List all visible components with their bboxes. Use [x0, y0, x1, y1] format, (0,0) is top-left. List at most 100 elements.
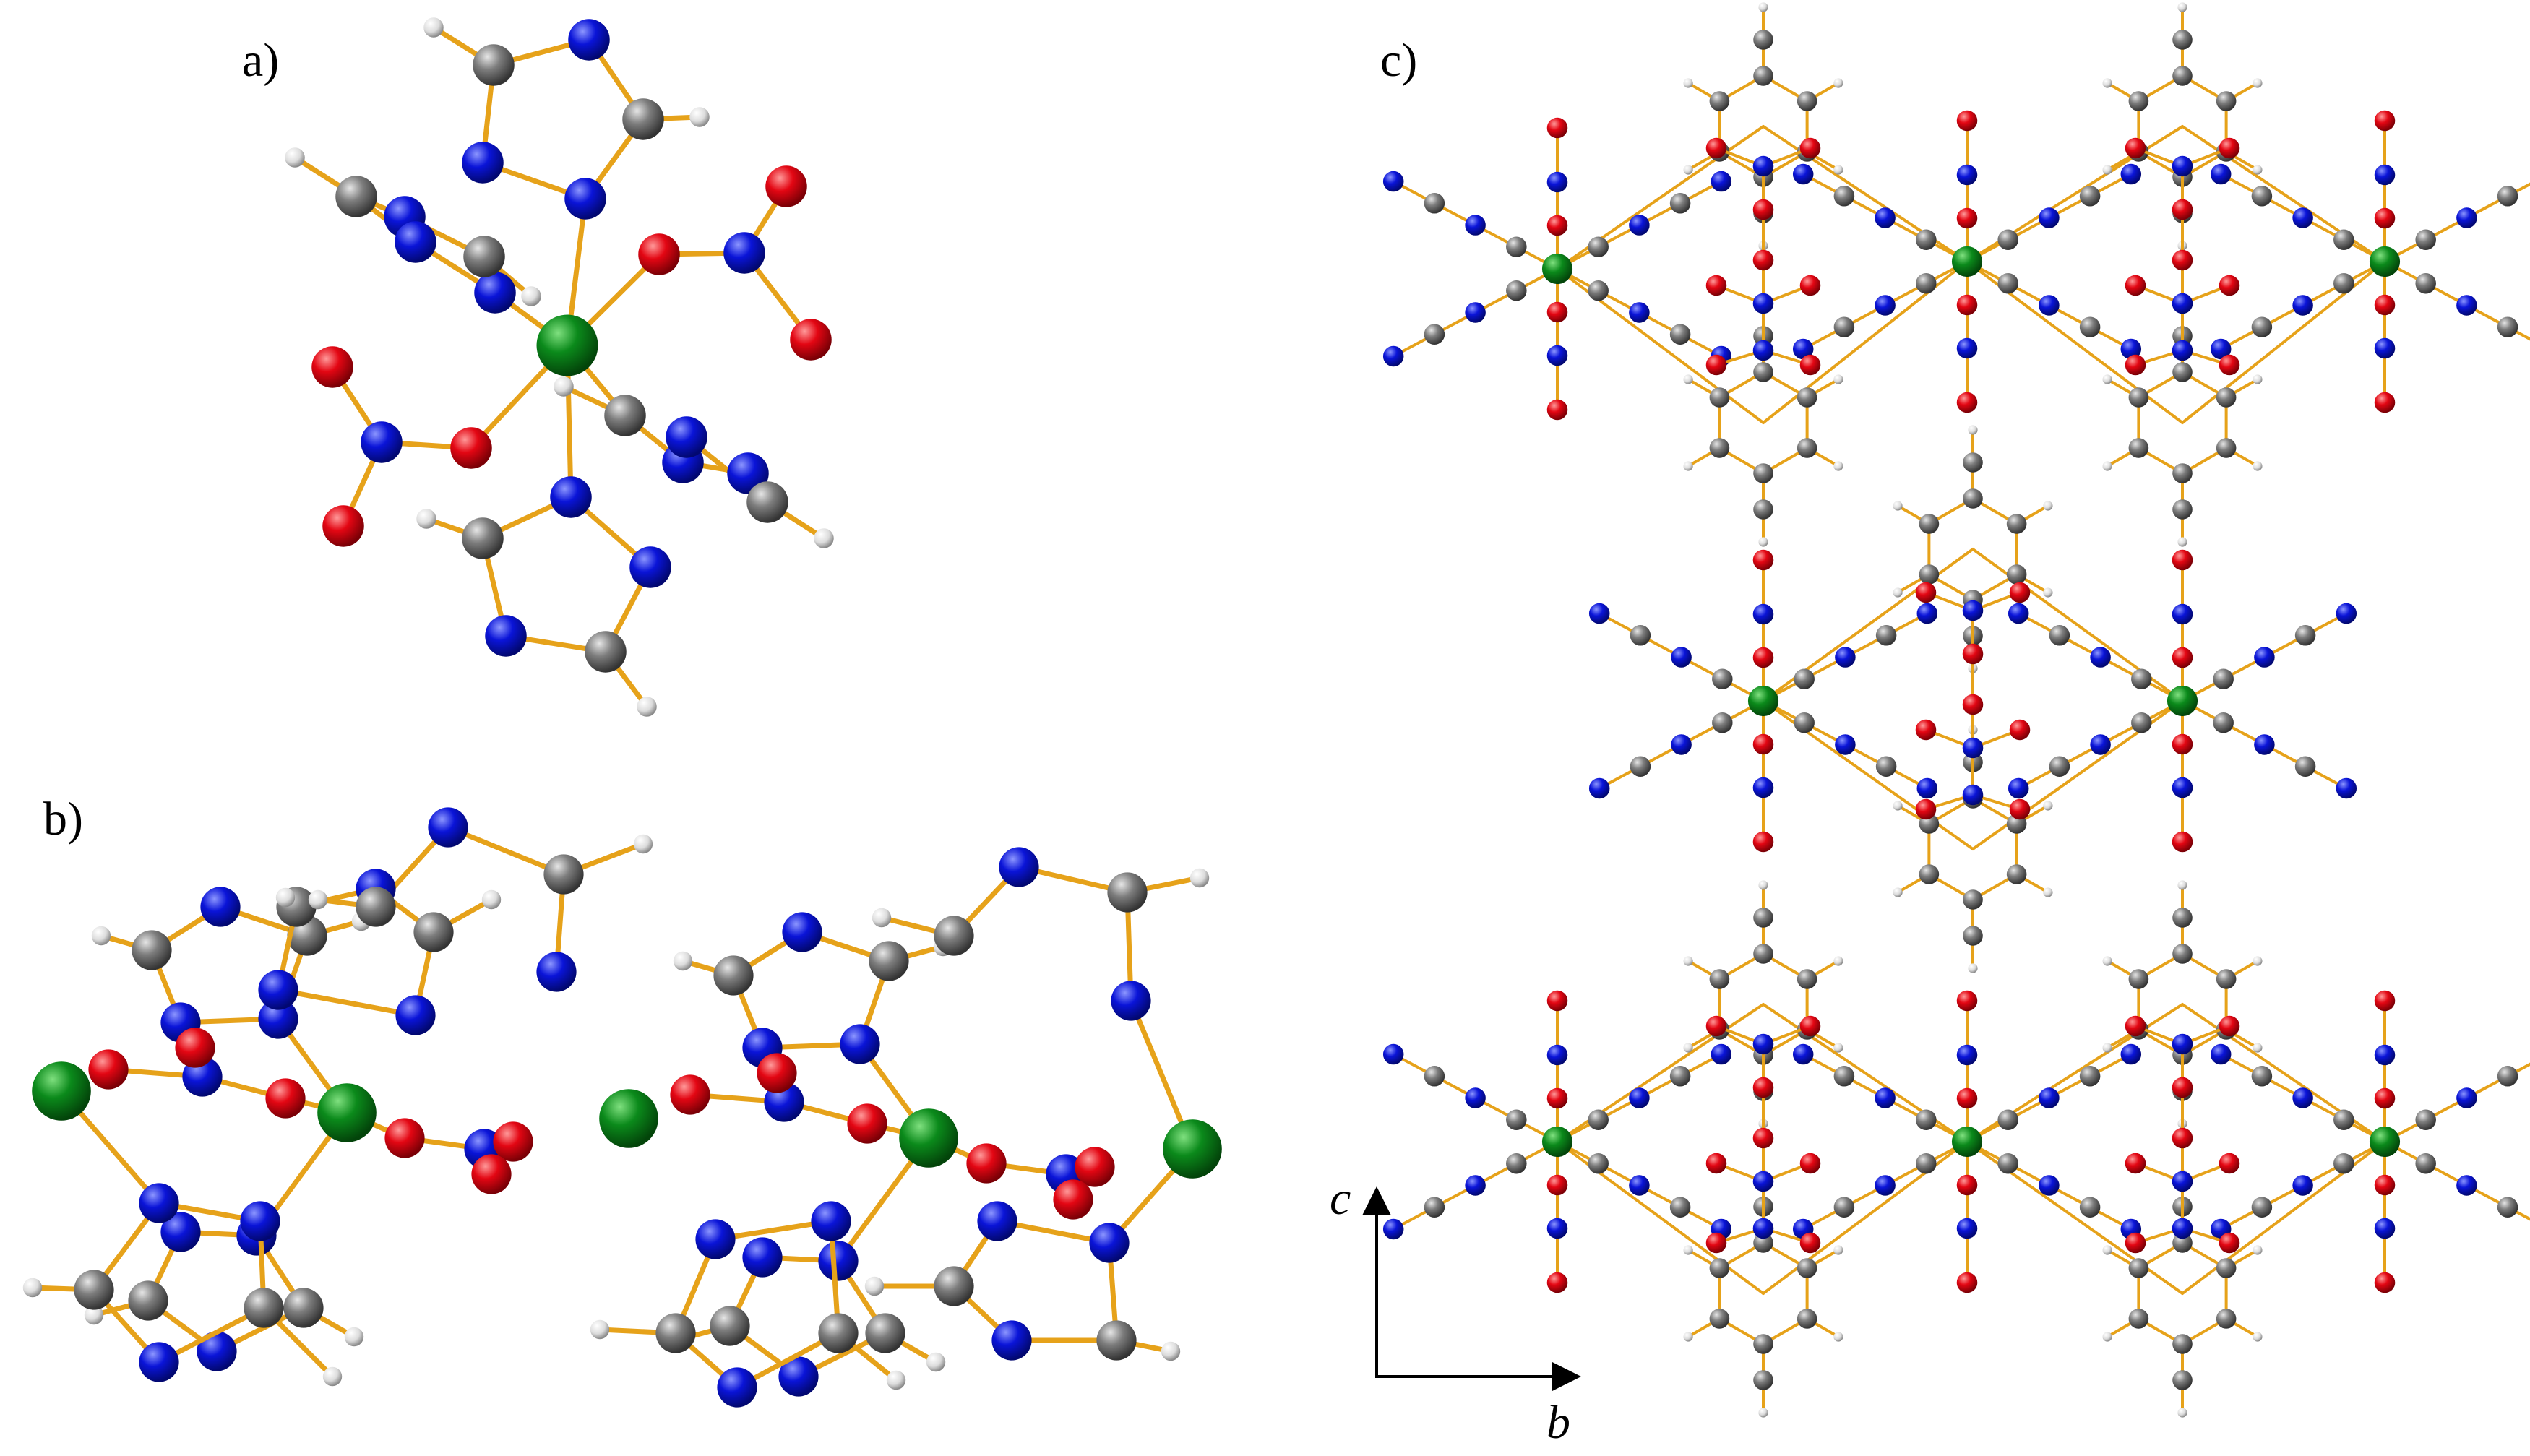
oxygen-atom	[1705, 137, 1727, 159]
nitrogen-atom	[2172, 293, 2193, 314]
hydrogen-atom	[84, 1305, 104, 1325]
panel-a: a)	[242, 17, 834, 717]
carbon-atom	[1833, 316, 1855, 337]
nitrogen-atom	[1588, 777, 1610, 799]
nitrogen-atom	[1711, 171, 1732, 192]
carbon-atom	[2131, 668, 2152, 690]
carbon-atom	[2294, 756, 2316, 777]
carbon-atom	[1588, 236, 1609, 258]
oxygen-atom	[1956, 1174, 1978, 1196]
nitrogen-atom	[2374, 1218, 2396, 1239]
carbon-atom	[1709, 387, 1730, 408]
hydrogen-atom	[1189, 868, 1210, 888]
c-axis-label: c	[1330, 1172, 1351, 1225]
nitrogen-atom	[1956, 1044, 1978, 1066]
nitrogen-atom	[818, 1241, 859, 1281]
oxygen-atom	[2219, 1015, 2240, 1037]
nitrogen-atom	[564, 178, 606, 220]
hydrogen-atom	[2177, 2, 2187, 12]
metal-atom	[1163, 1119, 1222, 1179]
hydrogen-atom	[285, 147, 305, 168]
nitrogen-atom	[811, 1201, 851, 1241]
carbon-atom	[1753, 1334, 1773, 1354]
nitrogen-atom	[550, 476, 592, 518]
hydrogen-atom	[2102, 956, 2112, 966]
carbon-atom	[1963, 889, 1983, 910]
metal-atom	[599, 1089, 658, 1148]
hydrogen-atom	[2253, 956, 2263, 966]
carbon-atom	[1916, 1153, 1937, 1174]
nitrogen-atom	[2210, 338, 2232, 360]
nitrogen-atom	[1382, 1218, 1404, 1240]
panel-b-chain	[22, 807, 1222, 1408]
nitrogen-atom	[1382, 345, 1404, 367]
carbon-atom	[1709, 1309, 1730, 1329]
carbon-atom	[1669, 1197, 1691, 1218]
oxygen-atom	[2219, 354, 2240, 376]
carbon-atom	[1797, 1309, 1817, 1329]
carbon-atom	[1997, 272, 2018, 294]
oxygen-atom	[2219, 137, 2240, 159]
carbon-atom	[1919, 514, 1940, 534]
carbon-atom	[2251, 1197, 2273, 1218]
carbon-atom	[462, 517, 504, 559]
oxygen-atom	[1053, 1179, 1093, 1220]
nitrogen-atom	[139, 1183, 179, 1223]
carbon-atom	[865, 1313, 905, 1353]
nitrogen-atom	[991, 1320, 1032, 1361]
oxygen-atom	[2125, 275, 2146, 296]
nitrogen-atom	[1752, 1171, 1774, 1192]
oxygen-atom	[1705, 1015, 1727, 1037]
oxygen-atom	[670, 1074, 710, 1115]
carbon-atom	[1919, 564, 1940, 585]
oxygen-atom	[1705, 1153, 1727, 1174]
metal-atom	[2369, 1126, 2401, 1158]
hydrogen-atom	[1161, 1341, 1181, 1361]
carbon-atom	[1794, 712, 1815, 733]
nitrogen-atom	[1629, 1087, 1650, 1108]
carbon-atom	[2415, 1153, 2436, 1174]
nitrogen-atom	[1629, 215, 1650, 236]
carbon-atom	[934, 1266, 974, 1306]
hydrogen-atom	[2253, 374, 2263, 384]
nitrogen-atom	[1711, 1043, 1732, 1065]
nitrogen-atom	[2172, 155, 2193, 177]
nitrogen-atom	[1546, 171, 1568, 193]
nitrogen-atom	[1956, 164, 1978, 186]
oxygen-atom	[638, 233, 680, 275]
carbon-atom	[1506, 236, 1527, 258]
oxygen-atom	[2219, 275, 2240, 296]
carbon-atom	[2333, 272, 2354, 294]
carbon-atom	[132, 930, 172, 970]
oxygen-atom	[2374, 207, 2396, 229]
nitrogen-atom	[1835, 647, 1856, 668]
carbon-atom	[1753, 908, 1773, 928]
carbon-atom	[1424, 324, 1445, 345]
hydrogen-atom	[2177, 537, 2187, 547]
oxygen-atom	[847, 1103, 887, 1144]
oxygen-atom	[265, 1078, 306, 1119]
carbon-atom	[1630, 756, 1651, 777]
nitrogen-atom	[2292, 1175, 2313, 1196]
hydrogen-atom	[2102, 461, 2112, 471]
oxygen-atom	[1546, 215, 1568, 236]
hydrogen-atom	[2253, 1245, 2263, 1255]
nitrogen-atom	[1792, 338, 1814, 360]
nitrogen-atom	[2008, 777, 2029, 799]
nitrogen-atom	[2039, 207, 2060, 228]
nitrogen-atom	[428, 807, 468, 848]
carbon-atom	[1506, 1109, 1527, 1131]
oxygen-atom	[2172, 647, 2193, 668]
carbon-atom	[2497, 1197, 2518, 1218]
carbon-atom	[869, 941, 909, 981]
hydrogen-atom	[1683, 461, 1693, 471]
carbon-atom	[1753, 362, 1773, 382]
nitrogen-atom	[1752, 293, 1774, 314]
hydrogen-atom	[1683, 1245, 1693, 1255]
nitrogen-atom	[536, 952, 577, 992]
carbon-atom	[1588, 1109, 1609, 1131]
nitrogen-atom	[742, 1237, 783, 1278]
hydrogen-atom	[926, 1352, 946, 1372]
oxygen-atom	[1546, 1174, 1568, 1196]
oxygen-atom	[2374, 110, 2396, 132]
